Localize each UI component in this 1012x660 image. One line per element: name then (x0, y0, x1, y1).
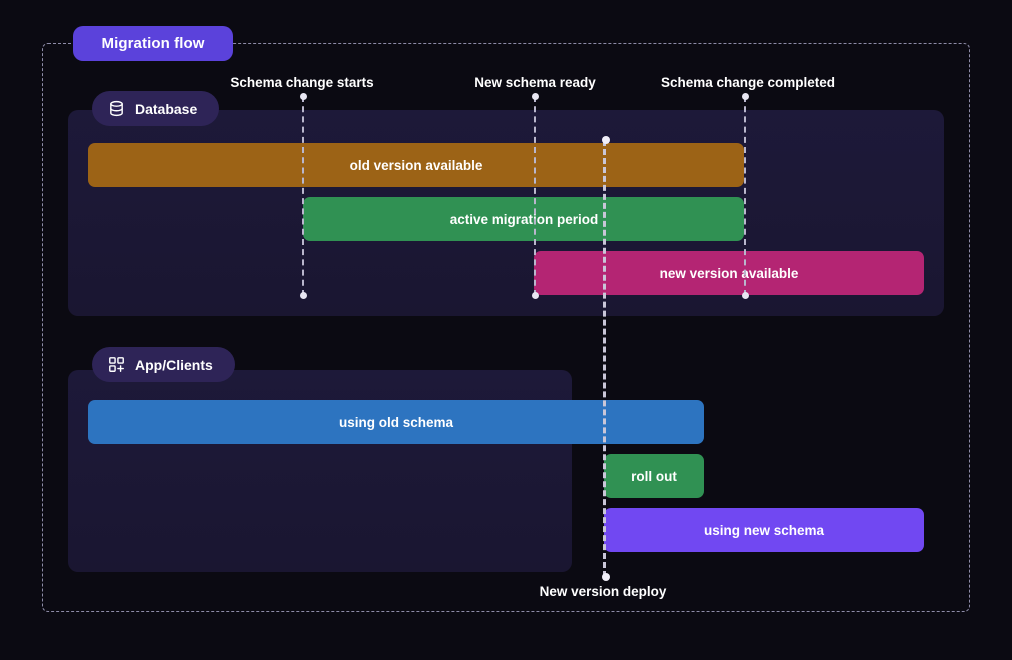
deploy-marker-label: New version deploy (539, 584, 667, 599)
diagram-frame (42, 43, 970, 612)
milestone-label-schema-change-starts: Schema change starts (230, 75, 374, 90)
database-icon (108, 100, 125, 117)
bar-old-version-available: old version available (88, 143, 744, 187)
lane-label-database: Database (92, 91, 220, 126)
bar-using-new-schema: using new schema (604, 508, 924, 552)
lane-label-app-clients: App/Clients (92, 347, 235, 382)
lane-label-text: Database (135, 100, 198, 117)
bar-label: using old schema (338, 414, 454, 430)
bar-label: using new schema (703, 522, 825, 538)
apps-add-icon (108, 356, 125, 373)
milestone-label-schema-change-completed: Schema change completed (660, 75, 836, 90)
diagram-title-pill: Migration flow (73, 26, 233, 61)
bar-label: active migration period (449, 211, 599, 227)
page-title: Migration flow (101, 35, 205, 52)
bar-label: new version available (659, 265, 799, 281)
bar-using-old-schema: using old schema (88, 400, 704, 444)
bar-roll-out: roll out (604, 454, 704, 498)
bar-label: roll out (631, 468, 677, 484)
bar-new-version-available: new version available (534, 251, 924, 295)
milestone-label-new-schema-ready: New schema ready (474, 75, 596, 90)
lane-label-text: App/Clients (135, 356, 213, 373)
bar-label: old version available (349, 157, 483, 173)
bar-active-migration-period: active migration period (303, 197, 744, 241)
